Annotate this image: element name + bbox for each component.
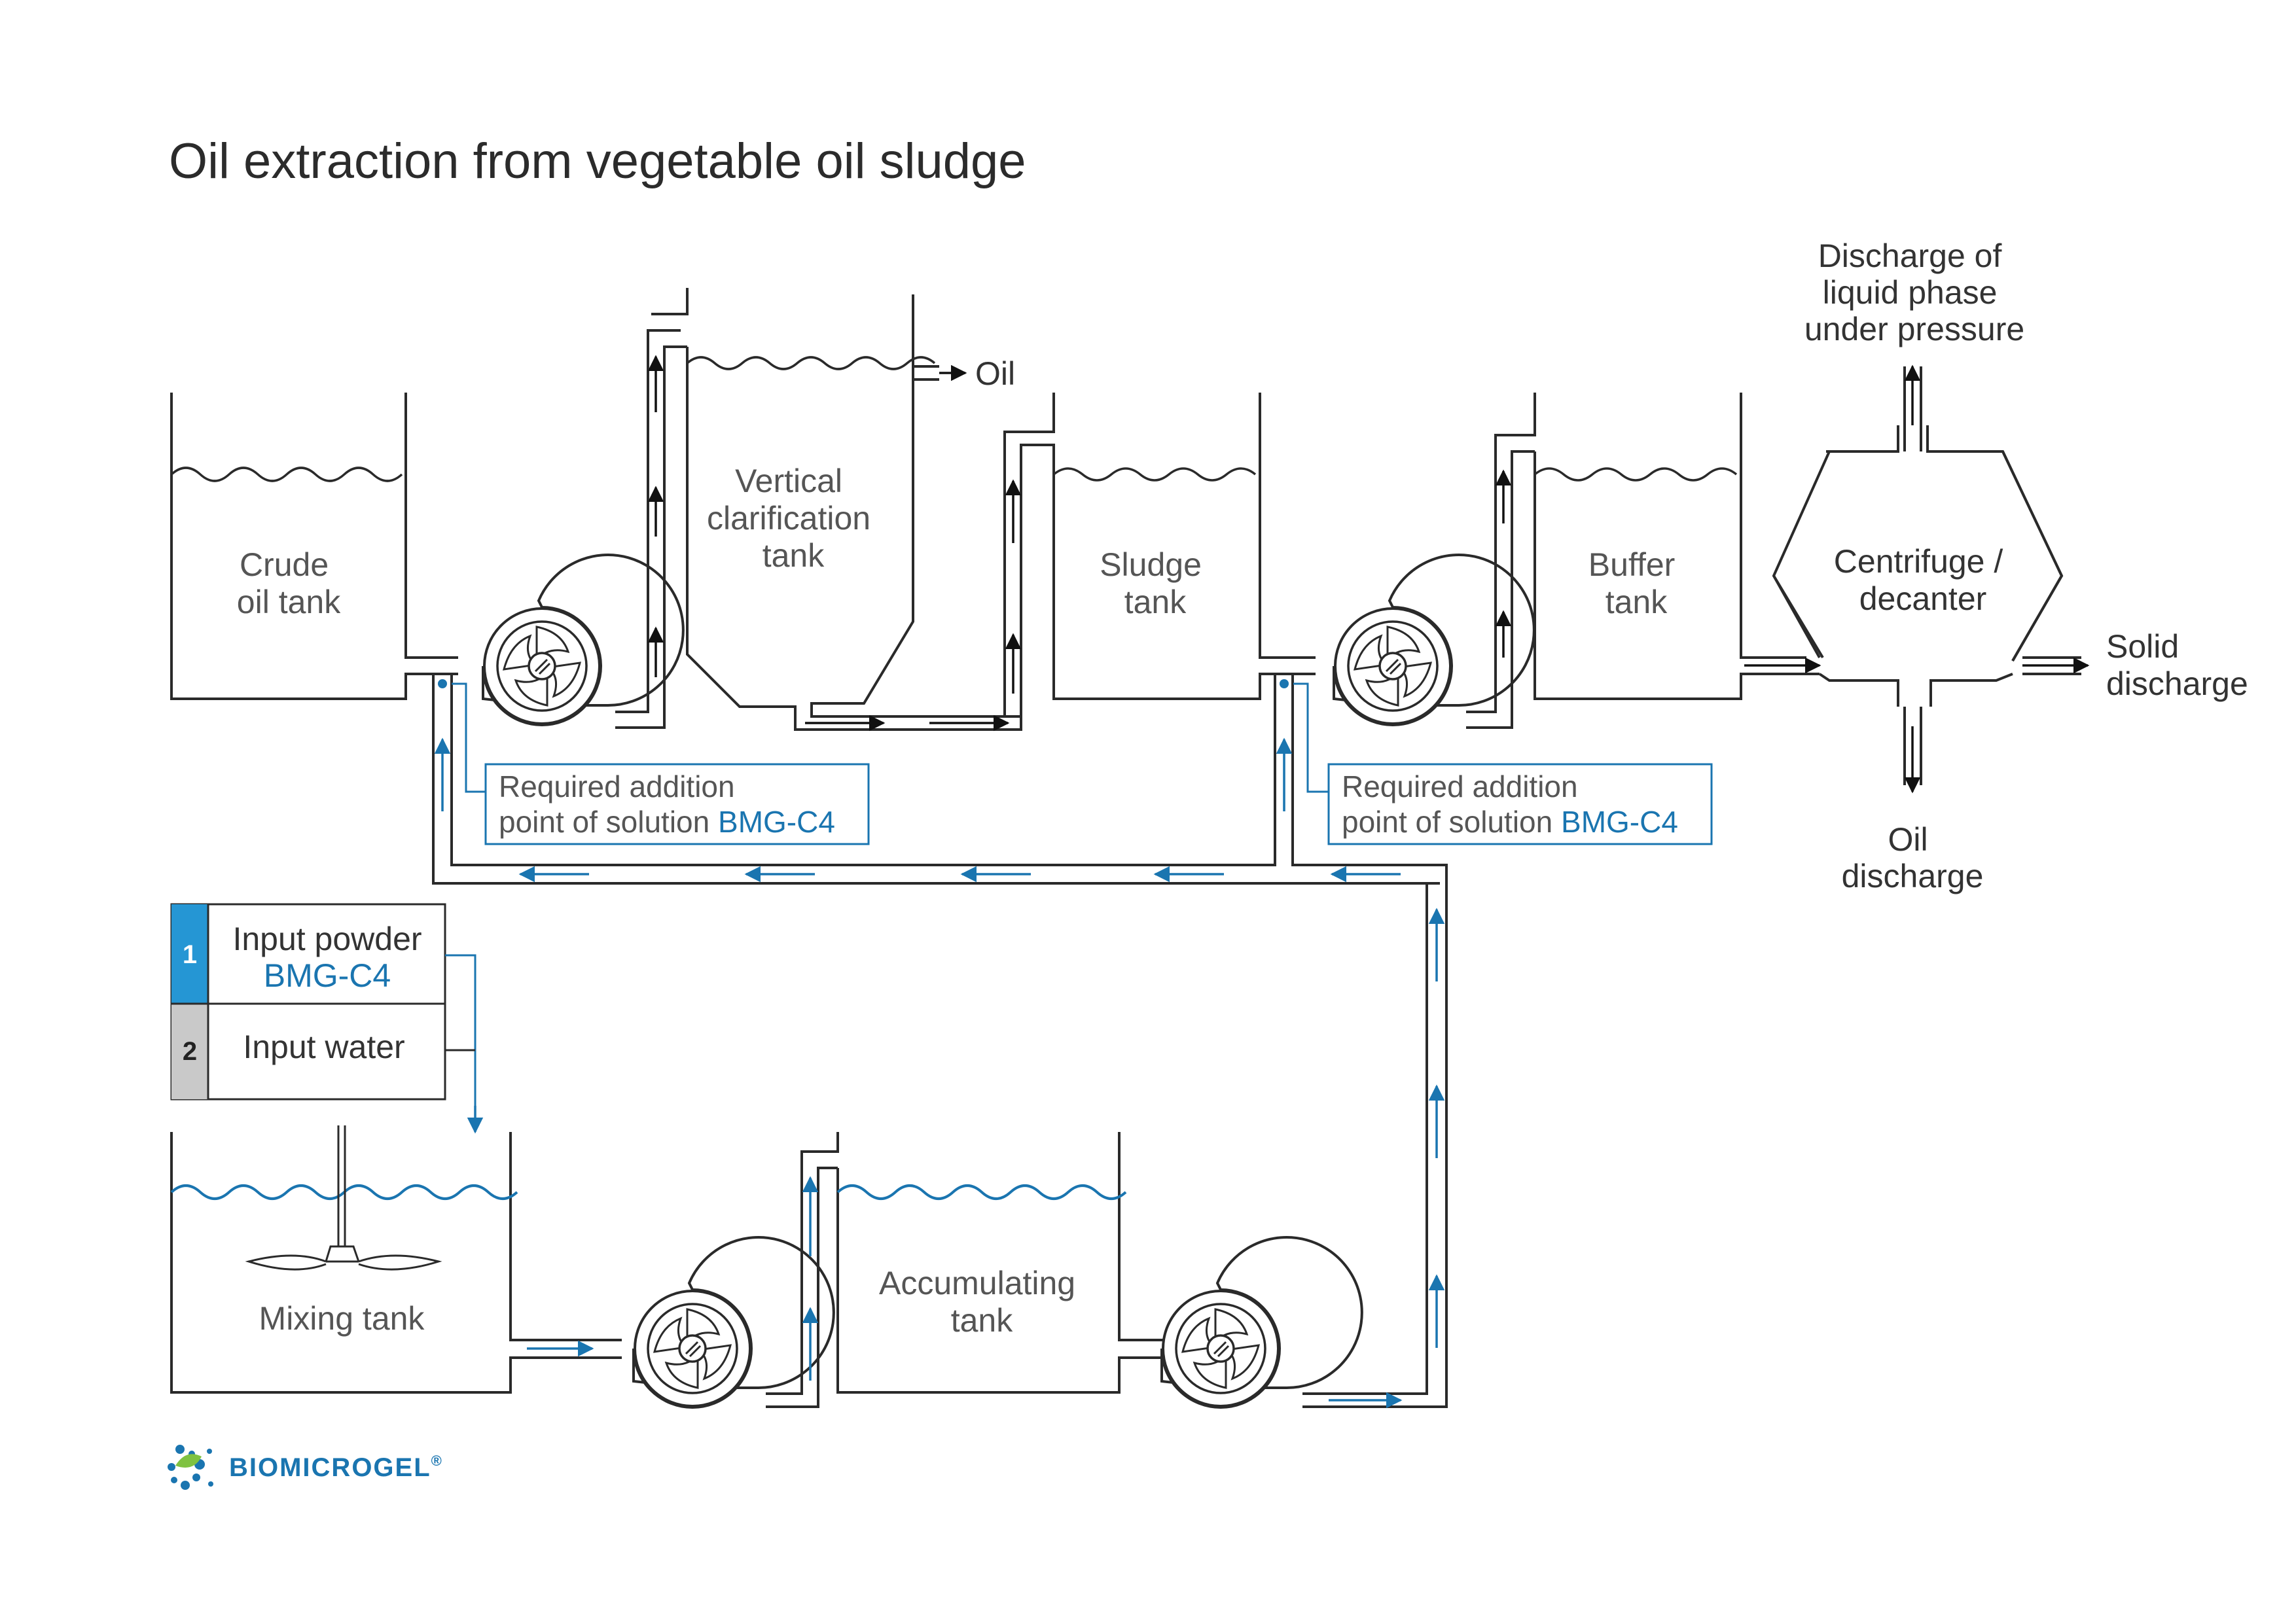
addition-point-1: Required addition point of solution BMG-… [484, 763, 870, 845]
addition-point-2: Required addition point of solution BMG-… [1327, 763, 1713, 845]
input-1-label: Input powder [232, 921, 422, 957]
sludge-tank-label-1: Sludge [1100, 546, 1202, 583]
page-title: Oil extraction from vegetable oil sludge [169, 133, 1026, 189]
oil-discharge-label-1: Oil [1888, 821, 1928, 858]
svg-text:Centrifuge / decanter: Centrifuge / decanter [1834, 543, 2012, 617]
input-1-badge [171, 904, 208, 1004]
pump-1-icon [482, 554, 685, 726]
centrifuge-decanter: Centrifuge / decanter [1772, 425, 2064, 707]
oil-discharge-label-2: discharge [1842, 858, 1984, 894]
mixing-tank-label: Mixing tank [259, 1300, 425, 1337]
input-2-number: 2 [183, 1037, 197, 1066]
mixer-blade-left-icon [245, 1254, 327, 1271]
input-2-badge [171, 1004, 208, 1099]
mixer-blade-right-icon [358, 1254, 442, 1271]
svg-text:Oil discharge: Oil discharge [1842, 821, 1984, 894]
svg-text:Crude oil tank: Crude oil tank [237, 546, 341, 620]
accumulating-tank: Accumulating tank [836, 1132, 1175, 1394]
crude-oil-tank-label-2: oil tank [237, 584, 341, 620]
oil-output-label: Oil [975, 355, 1015, 392]
svg-text:point of solution BMG-C4: point of solution BMG-C4 [1342, 805, 1678, 839]
sludge-tank-label-2: tank [1124, 584, 1187, 620]
crude-oil-tank-label-1: Crude [240, 546, 329, 583]
centrifuge-label-1: Centrifuge / [1834, 543, 2003, 580]
brand-mark: ® [431, 1453, 443, 1469]
buffer-tank: Buffer tank [1534, 393, 1820, 700]
svg-text:Buffer tank: Buffer tank [1588, 546, 1684, 620]
buffer-tank-label-1: Buffer [1588, 546, 1676, 583]
centrifuge-label-2: decanter [1859, 580, 1987, 617]
input-1-number: 1 [183, 940, 197, 969]
pump-3-icon [632, 1236, 835, 1409]
input-2-label: Input water [243, 1029, 404, 1065]
svg-text:Vertical clarification: Vertical clarification tank [707, 463, 880, 574]
addition-point-2-line1: Required addition [1342, 769, 1578, 803]
svg-text:Accumulating tank: Accumulating tank [879, 1265, 1085, 1339]
vertical-clarification-tank: Oil Vertical clarification tank [651, 288, 1041, 732]
addition-point-1-line1: Required addition [499, 769, 735, 803]
accumulating-tank-label-2: tank [951, 1302, 1014, 1339]
liquid-phase-label-3: under pressure [1804, 311, 2024, 347]
svg-text:Sludge tank: Sludge tank [1100, 546, 1211, 620]
addition-point-1-product: BMG-C4 [718, 805, 835, 839]
sludge-tank: Sludge tank [1052, 393, 1316, 659]
clarification-tank-label-3: tank [762, 537, 825, 574]
solid-discharge-label-1: Solid [2106, 628, 2179, 665]
input-1-product: BMG-C4 [264, 957, 391, 994]
inputs-panel: 1 2 Input powder BMG-C4 Input water [170, 903, 446, 1101]
clarification-tank-label-1: Vertical [735, 463, 842, 499]
addition-point-1-line2: point of solution [499, 805, 718, 839]
brand-name: BIOMICROGEL [229, 1453, 431, 1482]
buffer-tank-label-2: tank [1605, 584, 1668, 620]
svg-text:Solid discharge: Solid discharge [2106, 628, 2248, 702]
mixing-tank: Mixing tank [170, 1125, 622, 1394]
crude-oil-tank: Crude oil tank [170, 393, 458, 700]
accumulating-tank-label-1: Accumulating [879, 1265, 1075, 1301]
liquid-phase-label-1: Discharge of [1818, 238, 2002, 274]
svg-text:point of solution BMG-C4: point of solution BMG-C4 [499, 805, 835, 839]
addition-point-2-line2: point of solution [1342, 805, 1561, 839]
solid-discharge-label-2: discharge [2106, 665, 2248, 702]
brand-dots-icon [168, 1445, 213, 1490]
pump-4-icon [1160, 1236, 1363, 1409]
liquid-phase-label-2: liquid phase [1823, 274, 1998, 311]
addition-point-2-product: BMG-C4 [1561, 805, 1678, 839]
brand-logo: BIOMICROGEL® [168, 1445, 443, 1490]
svg-text:BIOMICROGEL®: BIOMICROGEL® [229, 1453, 443, 1482]
clarification-tank-label-2: clarification [707, 500, 870, 537]
svg-text:Discharge of liquid phase: Discharge of liquid phase under pressure [1804, 238, 2024, 347]
